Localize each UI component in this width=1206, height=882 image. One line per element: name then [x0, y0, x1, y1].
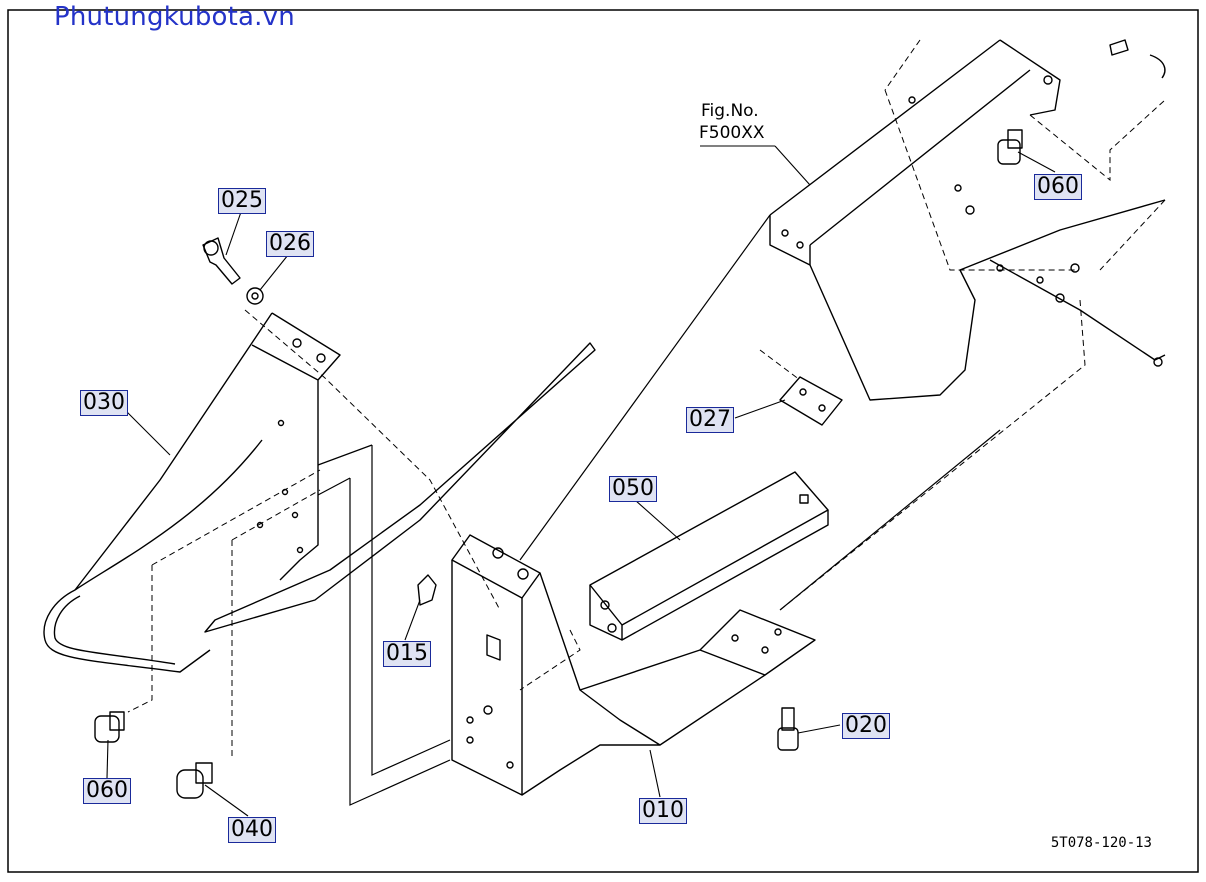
callout-010[interactable]: 010 — [639, 798, 687, 824]
callout-025[interactable]: 025 — [218, 188, 266, 214]
callout-030[interactable]: 030 — [80, 390, 128, 416]
part-050-tube — [589, 471, 829, 641]
part-060-left-bolt — [94, 711, 125, 743]
callout-015[interactable]: 015 — [383, 641, 431, 667]
leader-lines — [106, 145, 1056, 817]
figure-ref-number: F500XX — [699, 123, 765, 143]
part-026-washer — [246, 287, 264, 305]
part-025-bolt — [202, 237, 241, 285]
part-015-clip — [417, 574, 437, 606]
drawing-code: 5T078-120-13 — [1050, 835, 1152, 851]
callout-020[interactable]: 020 — [842, 713, 890, 739]
drawing-border — [7, 9, 1199, 873]
part-010-bracket — [451, 534, 816, 796]
callout-050[interactable]: 050 — [609, 476, 657, 502]
part-rod — [43, 342, 596, 673]
callout-040[interactable]: 040 — [228, 817, 276, 843]
part-040-bolt — [176, 762, 213, 799]
frame-assembly — [769, 39, 1166, 401]
solid-guide-lines — [317, 214, 1001, 806]
figure-ref-label: Fig.No. — [701, 101, 759, 121]
part-060-right-bolt — [997, 129, 1023, 165]
alignment-lines — [127, 39, 1166, 760]
callout-027[interactable]: 027 — [686, 407, 734, 433]
part-020-bolt — [777, 707, 799, 751]
part-027-plate — [779, 376, 843, 426]
callout-060-right[interactable]: 060 — [1034, 174, 1082, 200]
callout-026[interactable]: 026 — [266, 231, 314, 257]
watermark: Phutungkubota.vn — [54, 2, 295, 32]
part-030-bracket — [74, 312, 341, 591]
callout-060-left[interactable]: 060 — [83, 778, 131, 804]
